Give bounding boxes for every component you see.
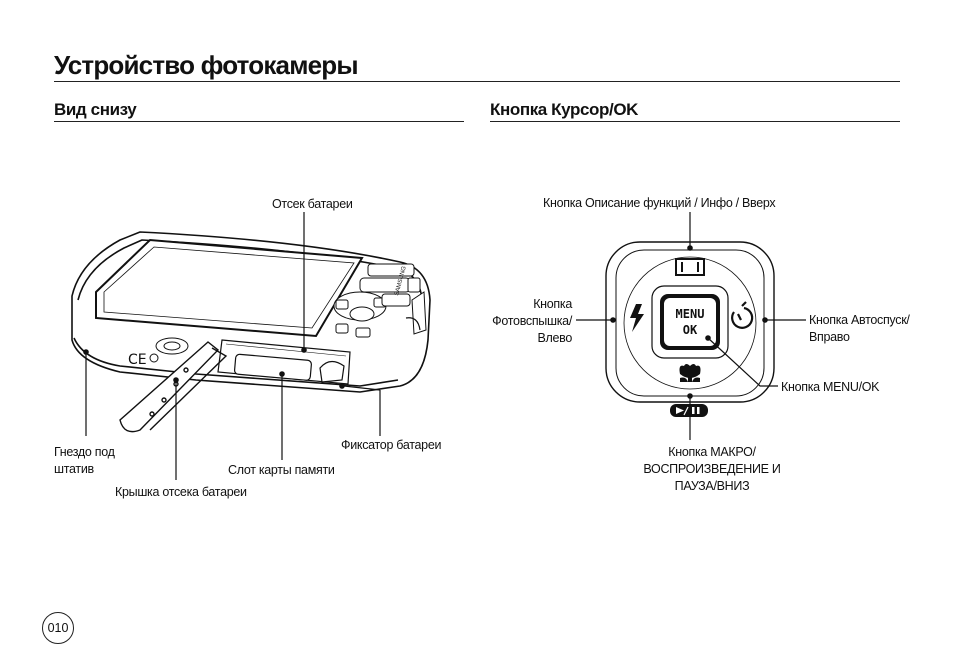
battery-compartment — [217, 339, 351, 385]
label-battery-compartment: Отсек батареи — [272, 197, 353, 211]
label-menu-ok: Кнопка MENU/OK — [781, 380, 880, 394]
play-pause-icon — [670, 404, 708, 417]
label-right-line1: Кнопка Автоспуск/ — [809, 313, 910, 327]
label-right-line2: Вправо — [809, 330, 850, 344]
section-title-bottom-view: Вид снизу — [54, 101, 464, 122]
label-left-line2: Фотовспышка/ — [492, 314, 572, 328]
label-left-line3: Влево — [537, 331, 572, 345]
section-title-cursor-button: Кнопка Курсор/OK — [490, 101, 900, 122]
menu-ok-button: MENU OK — [651, 285, 729, 359]
label-battery-holder: Фиксатор батареи — [341, 438, 442, 452]
label-battery-cover: Крышка отсека батареи — [115, 485, 247, 499]
camera-controls — [333, 263, 427, 338]
page-title: Устройство фотокамеры — [54, 52, 900, 82]
battery-cover — [119, 341, 228, 433]
label-down-line1: Кнопка МАКРО/ — [668, 445, 756, 459]
flash-icon — [630, 304, 644, 332]
label-up-button: Кнопка Описание функций / Инфо / Вверх — [543, 196, 776, 210]
svg-text:CE: CE — [128, 352, 147, 368]
macro-icon — [679, 364, 701, 382]
self-timer-icon — [731, 301, 754, 329]
menu-text: MENU — [676, 307, 705, 321]
leader-lines — [83, 212, 381, 480]
dial-leader-lines — [576, 212, 806, 440]
lcd-screen — [95, 238, 364, 338]
page-number: 010 — [42, 612, 74, 644]
tripod-socket: CE — [128, 337, 189, 368]
label-memory-card-slot: Слот карты памяти — [228, 463, 335, 477]
label-tripod-socket-line2: штатив — [54, 462, 94, 476]
info-icon — [675, 258, 705, 276]
label-down-line2: ВОСПРОИЗВЕДЕНИЕ И — [643, 462, 781, 476]
label-down-line3: ПАУЗА/ВНИЗ — [674, 479, 750, 493]
label-tripod-socket-line1: Гнездо под — [54, 445, 115, 459]
label-left-line1: Кнопка — [533, 297, 572, 311]
ok-text: OK — [683, 323, 698, 337]
